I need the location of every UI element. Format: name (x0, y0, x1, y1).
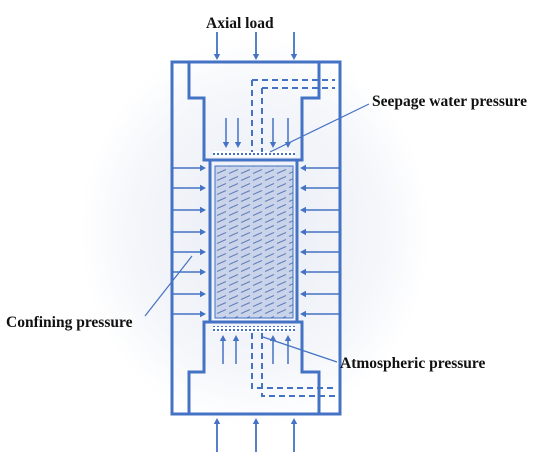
bottom-load-arrow (213, 418, 221, 452)
seepage-inlet-channel (251, 79, 335, 152)
top-loading-piston (187, 62, 321, 162)
confining-right-arrow (300, 290, 340, 298)
confining-left-arrow (172, 228, 206, 236)
confining-left-arrow (172, 268, 206, 276)
seepage-channels (251, 79, 335, 397)
bottom-load-arrow (290, 418, 298, 452)
axial-load-arrow (213, 32, 221, 60)
confining-pressure-label: Confining pressure (6, 314, 133, 331)
seepage-inflow-arrow (269, 118, 277, 148)
confining-left-arrow (172, 184, 206, 192)
porous-stone-top (213, 151, 295, 157)
axial-load-arrow (252, 32, 260, 60)
leader-lines (144, 103, 370, 363)
atmospheric-outflow-arrow (219, 335, 227, 364)
atmospheric-leader-line (262, 336, 338, 363)
seepage-outlet-channel (251, 333, 335, 397)
atmospheric-outflow-arrow (232, 335, 240, 364)
seepage-water-pressure-label: Seepage water pressure (372, 93, 527, 110)
cell-outline (170, 60, 342, 416)
confining-left-arrow (172, 206, 206, 214)
seepage-leader-line (269, 103, 370, 153)
porous-stone-bottom (213, 326, 295, 332)
confining-left-arrow (172, 290, 206, 298)
confining-right-arrow (300, 164, 340, 172)
confining-right-arrow (300, 228, 340, 236)
outer-cell-wall (170, 60, 342, 416)
confining-right-arrow (300, 184, 340, 192)
confining-left-arrow (172, 248, 206, 256)
confining-right-arrow (300, 268, 340, 276)
rock-specimen (214, 165, 294, 319)
axial-load-arrow (290, 32, 298, 60)
confining-right-arrow (300, 310, 340, 318)
confining-left-arrow (172, 310, 206, 318)
seepage-inflow-arrow (222, 118, 230, 148)
axial-load-label: Axial load (206, 15, 274, 32)
bottom-loading-piston (187, 320, 321, 414)
seepage-inflow-arrow (234, 118, 242, 148)
confining-right-arrow (300, 206, 340, 214)
bottom-load-arrow (252, 418, 260, 452)
confining-right-arrow (300, 248, 340, 256)
atmospheric-pressure-label: Atmospheric pressure (340, 355, 485, 372)
confining-leader-line (144, 255, 193, 317)
confining-left-arrow (172, 164, 206, 172)
pressure-arrows (172, 32, 340, 452)
